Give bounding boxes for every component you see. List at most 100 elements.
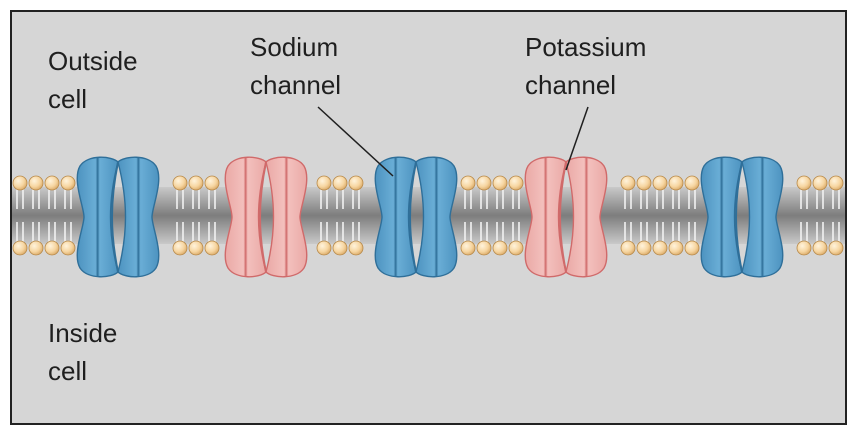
channel-pore <box>111 161 119 273</box>
lipid-tail <box>64 189 72 209</box>
lipid-head <box>476 240 492 256</box>
inside-cell-line-1: Inside <box>48 318 118 348</box>
lipid-tail <box>512 222 520 242</box>
lipid-head <box>204 175 220 191</box>
lipid-tail <box>512 189 520 209</box>
potassium-channel-line-1: Potassium <box>525 32 647 62</box>
lipid-head <box>348 240 364 256</box>
lipid-head <box>460 240 476 256</box>
lipid-head <box>620 240 636 256</box>
lipid-head <box>316 240 332 256</box>
lipid-tail <box>800 189 808 209</box>
lipid-tail <box>480 189 488 209</box>
potassium-channel-right-subunit <box>565 156 608 278</box>
lipid-tail <box>640 189 648 209</box>
lipid-head <box>60 175 76 191</box>
lipid-tail <box>64 222 72 242</box>
lipid-head <box>204 240 220 256</box>
lipid-tail <box>48 222 56 242</box>
lipid-tail <box>656 189 664 209</box>
lipid-head <box>12 175 28 191</box>
lipid-head <box>332 175 348 191</box>
lipid-head <box>684 175 700 191</box>
lipid-head <box>812 175 828 191</box>
channel-pore <box>259 161 267 273</box>
potassium-channel-left-subunit <box>524 156 567 278</box>
lipid-head <box>460 175 476 191</box>
lipid-tail <box>192 189 200 209</box>
lipid-head <box>348 175 364 191</box>
lipid-head <box>316 175 332 191</box>
sodium-channel-left-subunit <box>700 156 743 278</box>
lipid-tail <box>640 222 648 242</box>
inside-cell-line-2: cell <box>48 356 88 386</box>
sodium-channel-left-subunit <box>76 156 119 278</box>
lipid-tail <box>464 222 472 242</box>
sodium-channel-line-1: Sodium <box>250 32 339 62</box>
lipid-tail <box>672 222 680 242</box>
lipid-tail <box>352 189 360 209</box>
lipid-head <box>508 240 524 256</box>
lipid-tail <box>352 222 360 242</box>
lipid-head <box>332 240 348 256</box>
potassium-channel-label: Potassium channel <box>525 28 646 104</box>
lipid-tail <box>176 189 184 209</box>
lipid-tail <box>176 222 184 242</box>
lipid-tail <box>320 189 328 209</box>
lipid-tail <box>208 189 216 209</box>
lipid-tail <box>672 189 680 209</box>
lipid-tail <box>688 189 696 209</box>
channel-pore <box>735 161 743 273</box>
lipid-tail <box>320 222 328 242</box>
potassium-channel <box>224 156 308 278</box>
sodium-channel-left-subunit <box>374 156 417 278</box>
lipid-tail <box>832 222 840 242</box>
lipid-head <box>668 240 684 256</box>
sodium-leader-line <box>317 106 394 177</box>
sodium-channel <box>700 156 784 278</box>
lipid-head <box>28 240 44 256</box>
potassium-channel-left-subunit <box>224 156 267 278</box>
lipid-head <box>812 240 828 256</box>
sodium-channel <box>76 156 160 278</box>
lipid-head <box>492 240 508 256</box>
lipid-tail <box>192 222 200 242</box>
lipid-tail <box>208 222 216 242</box>
channel-proteins <box>76 156 784 278</box>
potassium-channel-line-2: channel <box>525 70 617 100</box>
lipid-tail <box>816 222 824 242</box>
lipid-head <box>172 175 188 191</box>
lipid-head <box>652 175 668 191</box>
lipid-tail <box>816 189 824 209</box>
lipid-tail <box>496 189 504 209</box>
lipid-head <box>796 240 812 256</box>
lipid-tail <box>336 189 344 209</box>
sodium-channel <box>374 156 458 278</box>
lipid-head <box>476 175 492 191</box>
lipid-head <box>44 240 60 256</box>
lipid-head <box>172 240 188 256</box>
lipid-head <box>508 175 524 191</box>
lipid-tail <box>800 222 808 242</box>
lipid-head <box>652 240 668 256</box>
lipid-tail <box>624 222 632 242</box>
sodium-channel-right-subunit <box>415 156 458 278</box>
outside-cell-label: Outside cell <box>48 42 138 118</box>
lipid-tail <box>32 189 40 209</box>
lipid-tail <box>464 189 472 209</box>
lipid-tail <box>480 222 488 242</box>
lipid-tail <box>624 189 632 209</box>
sodium-channel-line-2: channel <box>250 70 342 100</box>
sodium-channel-right-subunit <box>117 156 160 278</box>
sodium-channel-right-subunit <box>741 156 784 278</box>
lipid-head <box>828 240 844 256</box>
lipid-head <box>188 240 204 256</box>
lipid-head <box>60 240 76 256</box>
outside-cell-line-2: cell <box>48 84 88 114</box>
lipid-tail <box>656 222 664 242</box>
lipid-head <box>684 240 700 256</box>
lipid-head <box>44 175 60 191</box>
potassium-channel-right-subunit <box>265 156 308 278</box>
lipid-tail <box>496 222 504 242</box>
